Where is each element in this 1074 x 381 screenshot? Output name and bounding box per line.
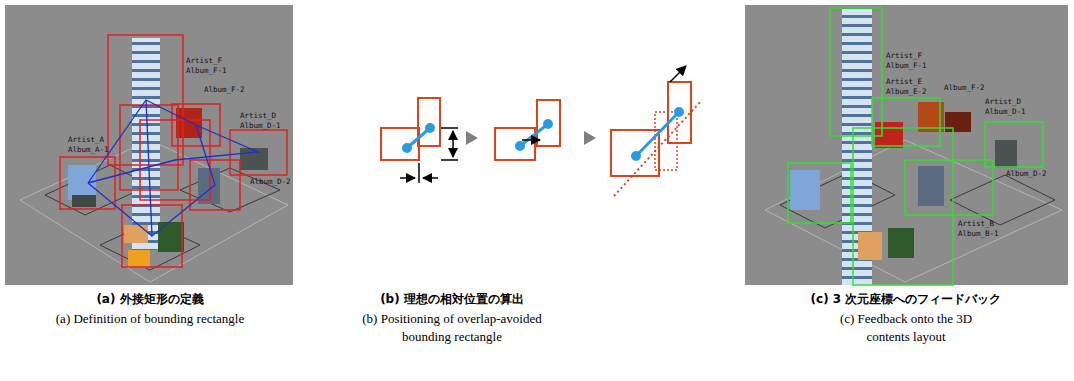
content-stack [918, 166, 944, 206]
caption-japanese: (c) 3 次元座標へのフィードバック [756, 291, 1056, 308]
content-stack [858, 232, 882, 260]
screen-label: Album_F-2 [944, 84, 985, 92]
dimension-tick [441, 159, 458, 161]
screen-label: Artist_E [886, 78, 922, 86]
floor-tile [950, 175, 1055, 225]
content-stack [198, 168, 220, 204]
bounding-rectangle [495, 128, 535, 160]
content-stack [128, 250, 150, 268]
screen-label: Album_F-2 [204, 86, 245, 94]
step-arrow [584, 131, 596, 145]
screen-label: Artist_A [68, 136, 104, 144]
center-dot [404, 145, 411, 152]
screen-label: Album_F-1 [886, 62, 927, 70]
content-stack [945, 112, 971, 132]
center-link [636, 112, 679, 156]
shift-arrow [670, 66, 686, 82]
center-dot [517, 143, 524, 150]
dimension-arrow [400, 177, 415, 179]
adjacency-line [88, 100, 258, 183]
content-stack [888, 228, 914, 258]
content-stack [240, 148, 268, 170]
caption-english: (b) Positioning of overlap-avoided bound… [345, 310, 560, 345]
center-dot [427, 125, 434, 132]
caption-japanese: (a) 外接矩形の定義 [10, 291, 290, 308]
previous-rectangle [655, 112, 677, 170]
caption-japanese: (b) 理想の相対位置の算出 [312, 291, 592, 308]
center-dot [676, 109, 683, 116]
screenshot-ground [5, 5, 293, 285]
screen-label: Album_D-1 [240, 122, 281, 130]
shift-arrow [522, 139, 540, 141]
content-stack [158, 222, 184, 252]
screen-label: Album_A-1 [68, 146, 109, 154]
dimension-tick [441, 127, 458, 129]
content-tower [132, 38, 160, 250]
center-link [520, 124, 548, 146]
screen-label: Artist_B [958, 220, 994, 228]
caption-english: (a) Definition of bounding rectangle [10, 310, 290, 328]
bounding-rectangle [788, 163, 851, 223]
screen-label: Album_B-1 [958, 230, 999, 238]
screen-label: Album_D-1 [985, 108, 1026, 116]
content-stack [72, 195, 96, 207]
screen-label: Album_D-2 [1006, 170, 1047, 178]
center-dot [545, 121, 552, 128]
center-dot [633, 153, 640, 160]
screen-label: Artist_F [186, 57, 222, 65]
floor-outline [765, 140, 1062, 282]
screen-label: Artist_D [240, 112, 276, 120]
direction-line [614, 100, 702, 196]
adjacency-line [88, 183, 152, 236]
screen-label: Artist_D [985, 98, 1021, 106]
bounding-rectangle [872, 98, 940, 146]
bounding-rectangle [830, 8, 882, 136]
content-stack [875, 122, 903, 148]
screen-label: Artist_F [886, 52, 922, 60]
screen-label: Album_F-1 [186, 67, 227, 75]
bounding-rectangle [905, 160, 993, 215]
bounding-rectangle [985, 122, 1043, 167]
content-stack [790, 170, 820, 210]
caption-english: (c) Feedback onto the 3D contents layout [831, 310, 981, 345]
step-arrow [466, 131, 478, 145]
bounding-rectangle [418, 98, 440, 146]
dimension-arrow [452, 131, 454, 157]
bounding-rectangle [537, 100, 560, 146]
content-stack [124, 225, 148, 243]
screenshot-ground [745, 5, 1068, 285]
adjacency-line [146, 100, 215, 236]
screen-label: Album_D-2 [250, 178, 291, 186]
dimension-tick [418, 163, 420, 183]
screen-label: Album_E-2 [886, 88, 927, 96]
bounding-rectangle [611, 130, 659, 176]
content-stack [995, 140, 1017, 168]
bounding-rectangle [60, 157, 115, 209]
bounding-rectangle [853, 128, 953, 285]
dimension-arrow [423, 177, 438, 179]
